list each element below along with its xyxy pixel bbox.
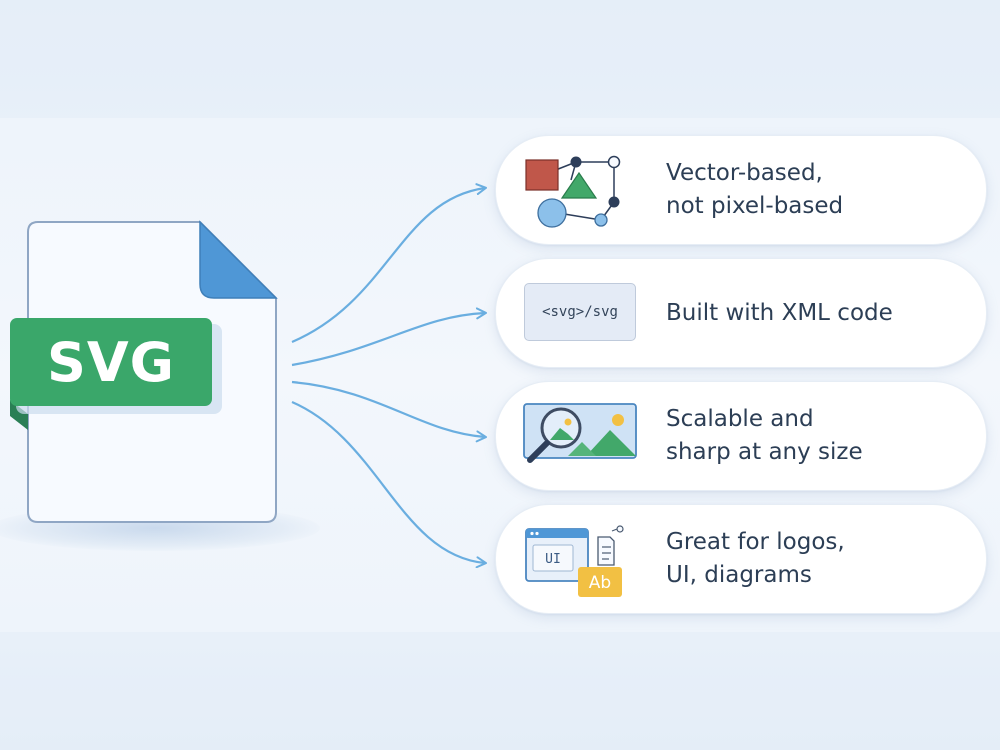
feature-line-2: sharp at any size [666, 439, 863, 465]
feature-line-1: Scalable and [666, 406, 814, 432]
feature-card-xml: <svg>/svg Built with XML code [495, 258, 987, 368]
feature-line-1: Built with XML code [666, 299, 893, 326]
feature-line-2: not pixel-based [666, 193, 844, 219]
badge-text: Ab [589, 573, 611, 593]
code-snippet: <svg>/svg [524, 283, 636, 341]
feature-card-scalable: Scalable and sharp at any size [495, 381, 987, 491]
arrow-to-vector [291, 183, 487, 344]
feature-line-1: Great for logos, [666, 529, 845, 555]
feature-text: Vector-based, not pixel-based [666, 136, 971, 244]
svg-file-icon [10, 220, 278, 523]
feature-text: Great for logos, UI, diagrams [666, 505, 971, 613]
code-snippet-icon: <svg>/svg [516, 273, 644, 353]
feature-line-1: Vector-based, [666, 160, 823, 186]
feature-text: Built with XML code [666, 259, 971, 367]
background-band-bottom [0, 632, 1000, 750]
file-type-label: SVG [46, 330, 175, 394]
ui-mock-text: UI [545, 552, 561, 567]
feature-card-vector: Vector-based, not pixel-based [495, 135, 987, 245]
feature-text: Scalable and sharp at any size [666, 382, 971, 490]
arrow-to-logos [291, 400, 487, 569]
ui-logo-icon: UI Ab [525, 525, 624, 597]
shapes-network-icon [525, 155, 621, 228]
magnifier-image-icon [523, 403, 637, 463]
feature-card-logos: UI Ab Great for logos, UI, diagrams [495, 504, 987, 614]
arrow-to-scalable [291, 380, 487, 443]
background-band-top [0, 0, 1000, 118]
feature-line-2: UI, diagrams [666, 562, 812, 588]
arrow-to-xml [291, 307, 487, 367]
